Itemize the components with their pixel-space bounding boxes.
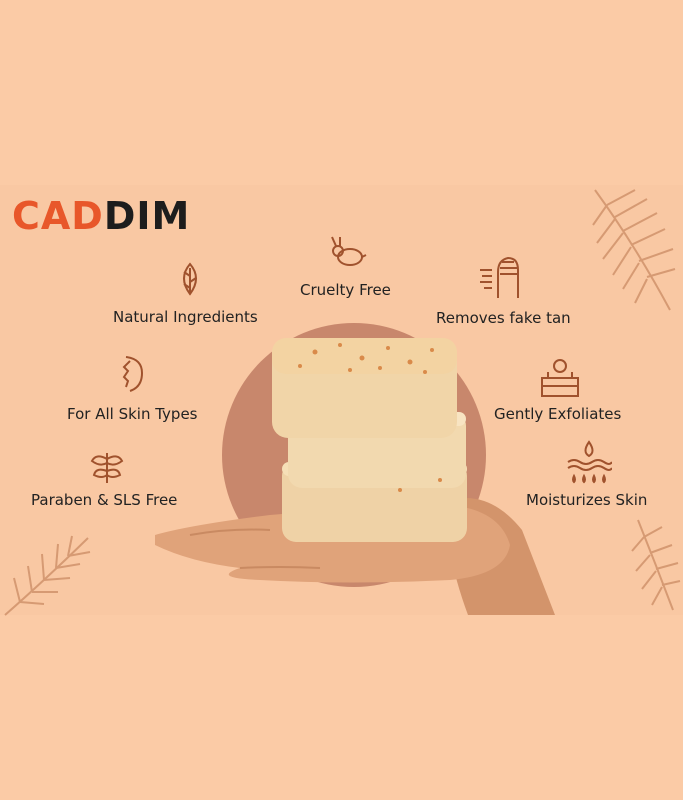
water-drops-icon bbox=[567, 440, 612, 484]
soap-bars-on-hand-image bbox=[155, 338, 555, 615]
rabbit-icon bbox=[331, 236, 367, 266]
feature-gently-exfoliates: Gently Exfoliates bbox=[494, 405, 622, 423]
logo-suffix: DIM bbox=[103, 194, 191, 238]
skin-layers-icon bbox=[541, 359, 579, 397]
hand-icon bbox=[480, 256, 519, 298]
feature-cruelty-free: Cruelty Free bbox=[300, 281, 391, 299]
palm-leaf-bottom-left-icon bbox=[4, 535, 91, 616]
logo-prefix: CAD bbox=[12, 194, 104, 238]
feature-natural-ingredients: Natural Ingredients bbox=[113, 308, 258, 326]
feature-paraben-sls-free: Paraben & SLS Free bbox=[31, 491, 178, 509]
palm-leaf-top-right-icon bbox=[592, 189, 676, 311]
feature-removes-fake-tan: Removes fake tan bbox=[436, 309, 571, 327]
palm-leaf-bottom-right-icon bbox=[631, 519, 681, 611]
plant-sprout-icon bbox=[90, 453, 124, 483]
feature-all-skin-types: For All Skin Types bbox=[67, 405, 198, 423]
leaf-icon bbox=[183, 262, 197, 296]
feature-moisturizes-skin: Moisturizes Skin bbox=[526, 491, 648, 509]
face-profile-icon bbox=[122, 356, 144, 392]
